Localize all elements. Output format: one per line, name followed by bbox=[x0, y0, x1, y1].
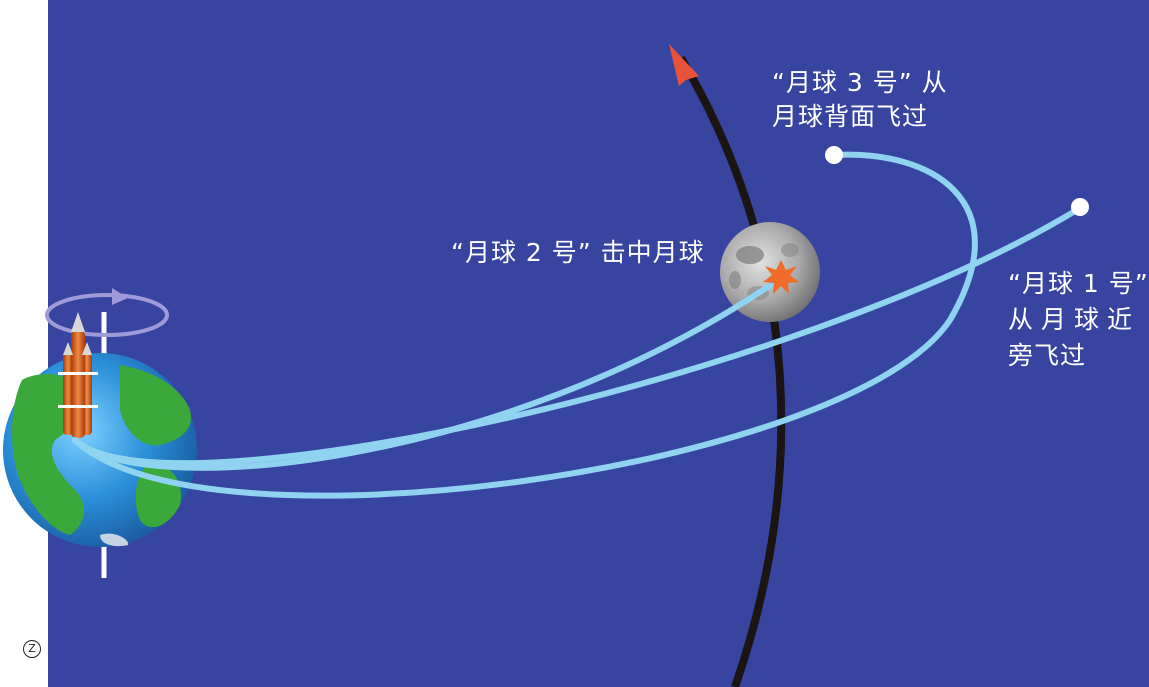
luna1-label-line3: 旁飞过 bbox=[1008, 341, 1087, 370]
impact-burst-icon bbox=[763, 260, 799, 294]
moon-orbit-path bbox=[677, 55, 786, 687]
trajectory-luna3 bbox=[72, 151, 978, 499]
luna1-label-line1: “月球 1 号” bbox=[1008, 269, 1149, 298]
left-margin bbox=[0, 0, 48, 687]
rocket-icon bbox=[58, 312, 98, 438]
luna1-endpoint bbox=[1071, 198, 1089, 216]
luna1-label-line2: 从月球近 bbox=[1008, 305, 1141, 334]
trajectory-luna1 bbox=[72, 205, 1083, 467]
luna3-label-line2: 月球背面飞过 bbox=[772, 102, 929, 131]
diagram-background bbox=[48, 0, 1149, 687]
orbit-arrowhead bbox=[669, 44, 699, 86]
rotation-arrow-icon bbox=[45, 288, 169, 337]
corner-mark: Z bbox=[23, 640, 41, 658]
luna2-label: “月球 2 号” 击中月球 bbox=[451, 238, 705, 267]
luna3-label-line1: “月球 3 号” 从 bbox=[772, 68, 948, 97]
luna3-endpoint bbox=[825, 146, 843, 164]
earth-icon bbox=[3, 353, 197, 547]
